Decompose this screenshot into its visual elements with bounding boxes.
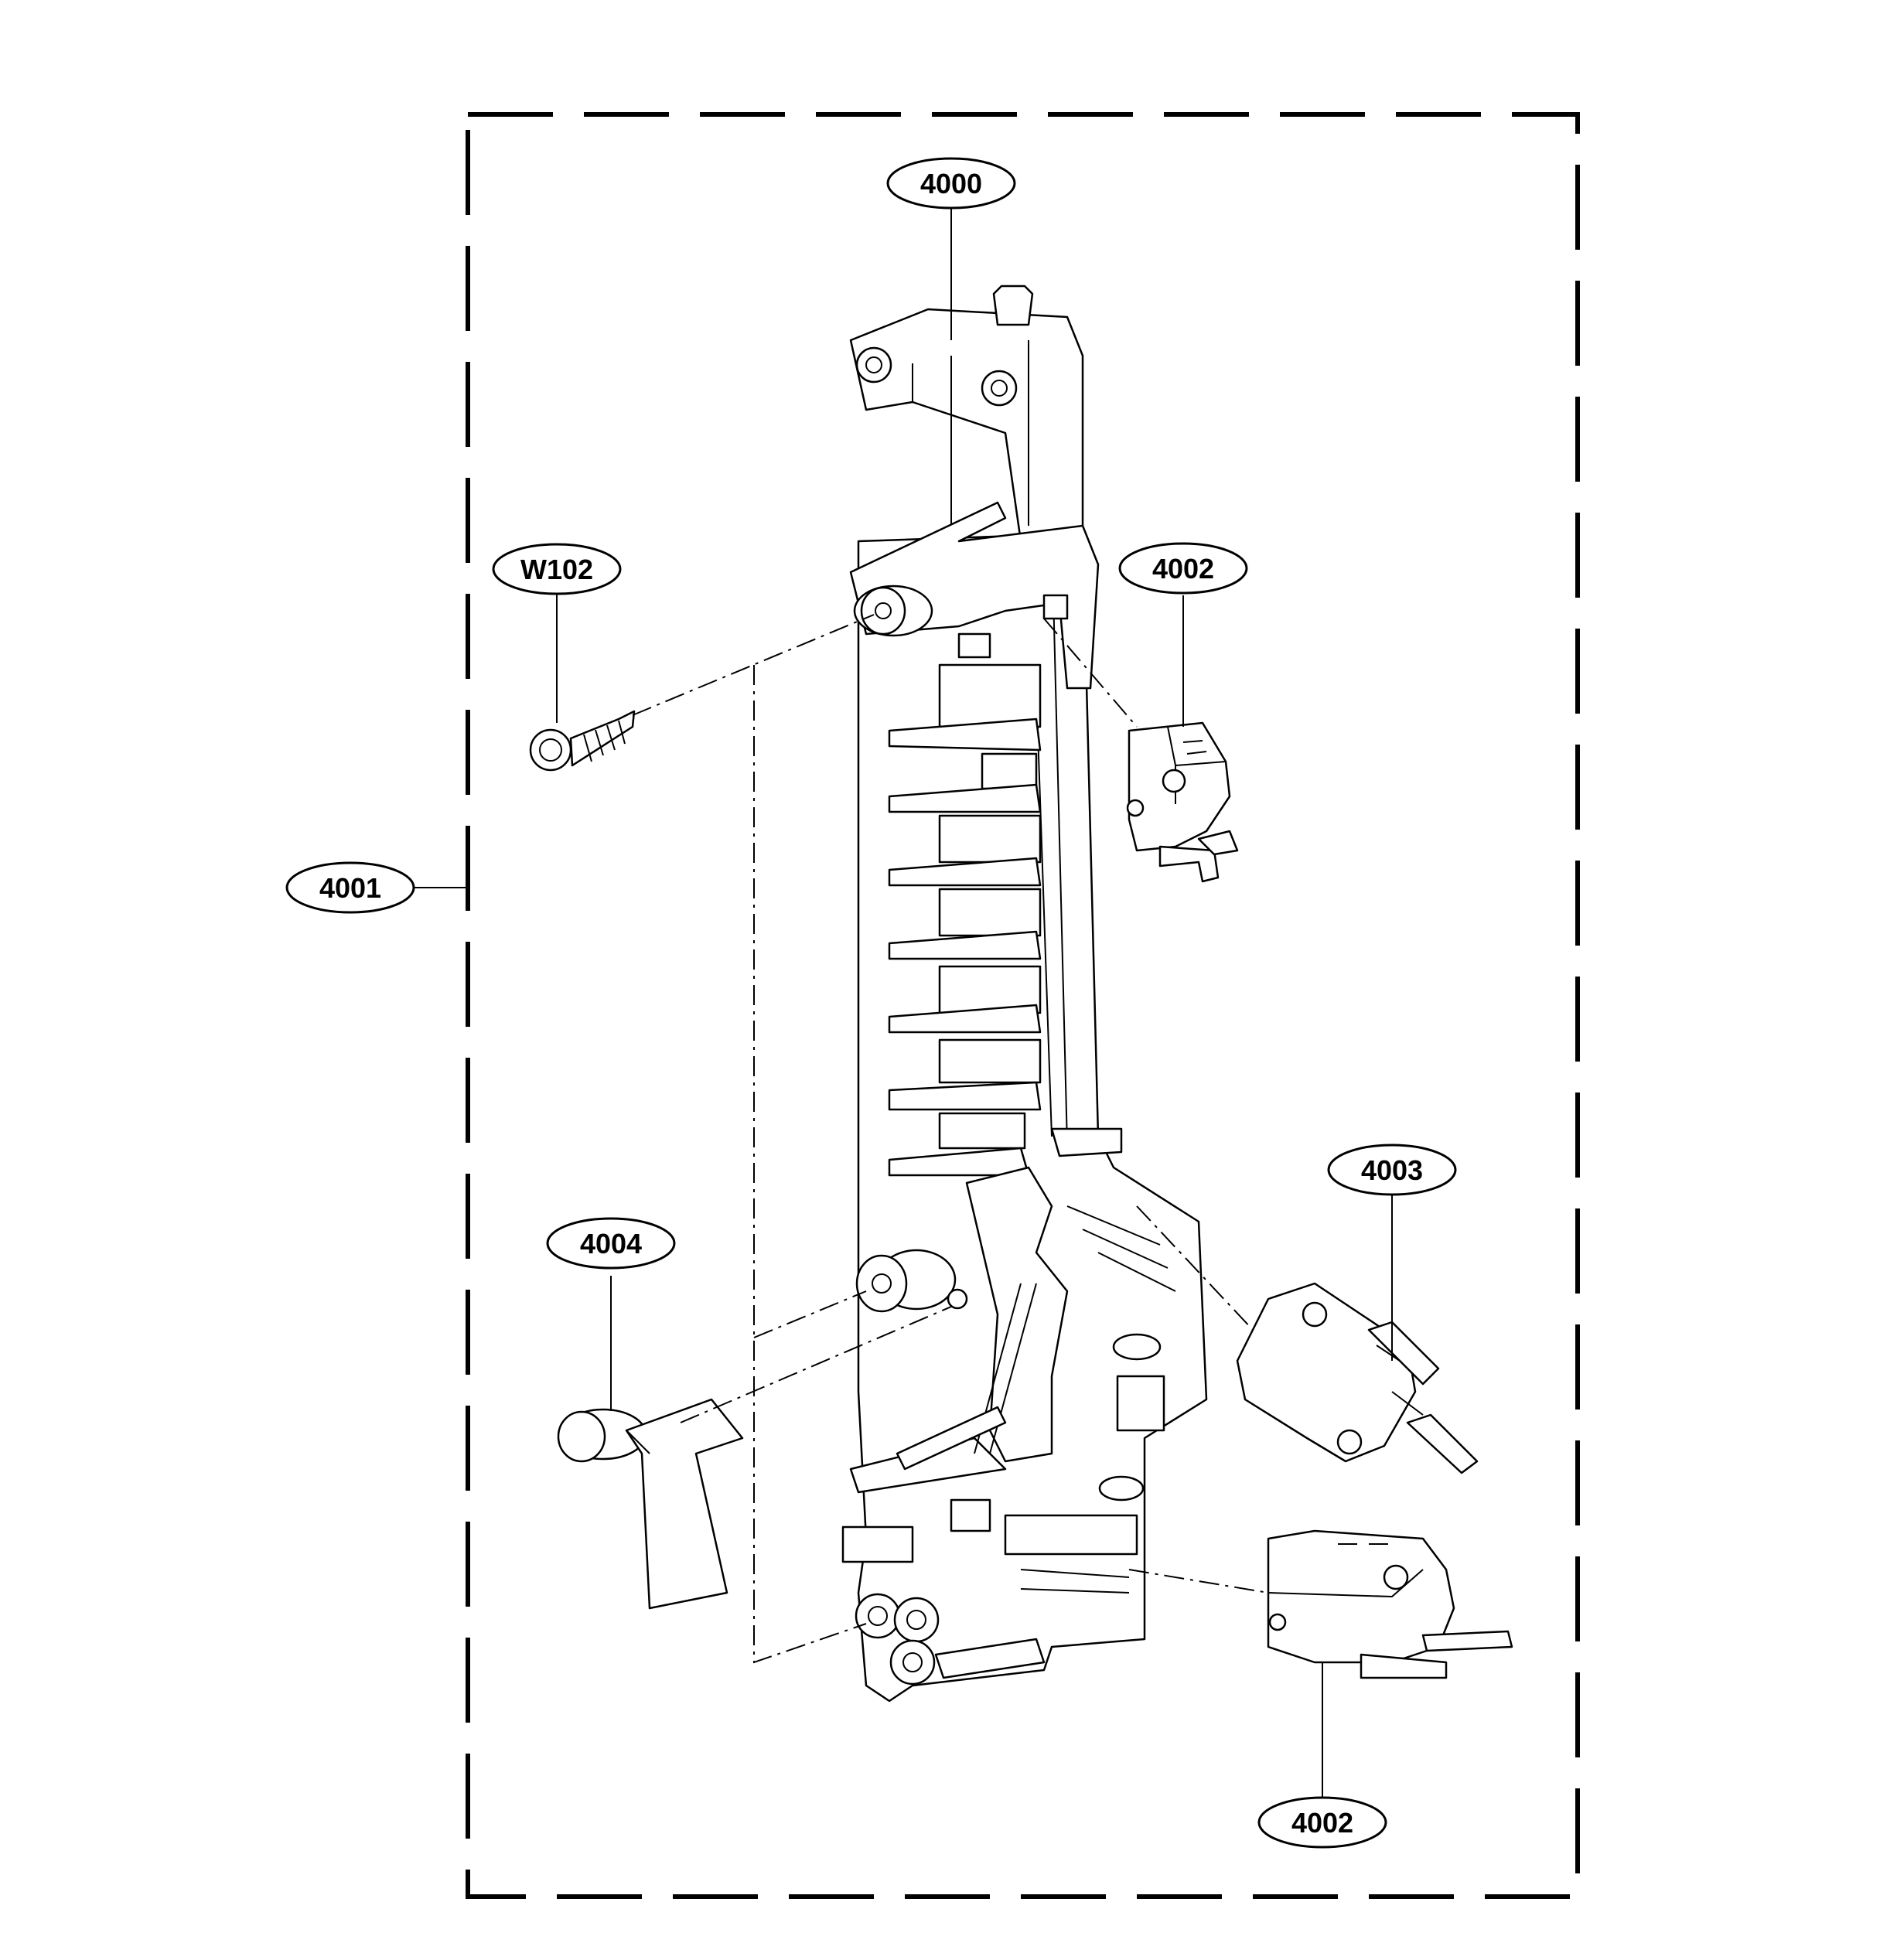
callout-label: 4000 [920,168,982,199]
leader-lines [414,209,1393,1798]
callout-4002-upper: 4002 [1118,542,1248,595]
assembly-boundary [466,112,1580,1899]
micro-switch-4002-upper[interactable] [1126,721,1239,883]
callout-label: 4001 [319,872,381,904]
callout-label: 4003 [1361,1154,1423,1186]
callout-label: W102 [520,554,593,585]
callout-label: 4002 [1291,1807,1353,1839]
latch-board-4000[interactable] [841,285,1208,1703]
rib-ladder [888,663,1123,1177]
callout-4004: 4004 [546,1217,676,1270]
callout-4001: 4001 [285,861,415,914]
callout-w102: W102 [492,543,622,595]
callout-label: 4004 [580,1228,642,1260]
micro-switch-4002-lower[interactable] [1267,1529,1513,1679]
micro-switch-4003[interactable] [1236,1282,1479,1474]
callout-4000: 4000 [886,157,1016,210]
callout-4002-lower: 4002 [1257,1796,1387,1849]
lever-4004[interactable] [557,1398,744,1610]
callout-label: 4002 [1152,553,1214,585]
screw-w102[interactable] [529,710,636,772]
assembly-lines [632,614,1269,1664]
callout-4003: 4003 [1327,1144,1457,1196]
